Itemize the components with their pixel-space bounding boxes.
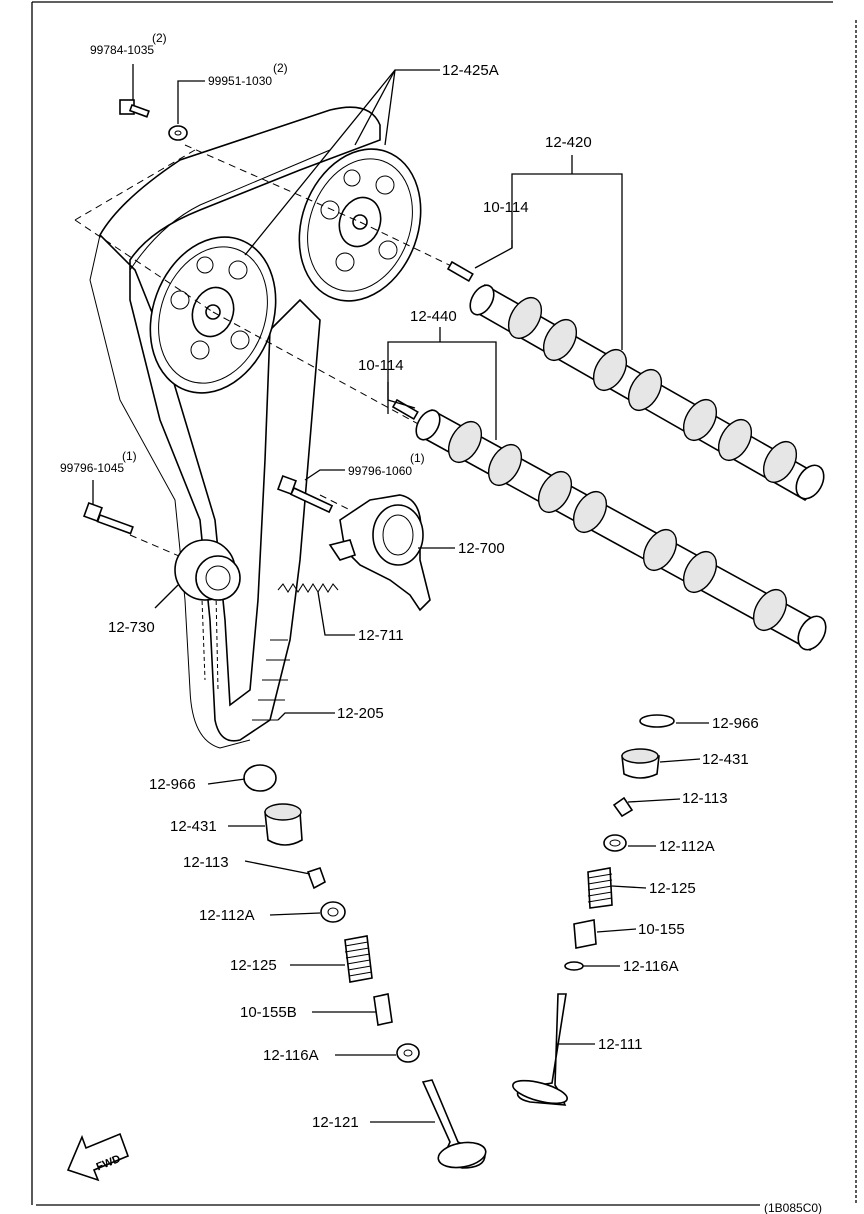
valve-stack-left [243,764,487,1169]
label-bolt-tensioner: 99796-1060 [348,464,412,478]
bolt-pulley [119,99,150,118]
label-tappet-left: 12-431 [170,818,217,835]
valve-stack-right [512,714,675,1106]
label-lower-seat-right: 12-116A [623,958,679,975]
bolt-idler [83,502,134,535]
idler-pulley [174,539,241,601]
label-idler: 12-730 [108,619,155,636]
label-bolt-pulley-qty: (2) [152,31,167,45]
label-washer: 99951-1030 [208,74,272,88]
label-valve-intake: 12-121 [312,1114,359,1131]
label-upper-seat-right: 12-112A [659,838,715,855]
label-belt: 12-205 [337,705,384,722]
cam-pulley-left [149,236,277,394]
bolt-tensioner [277,475,334,514]
camshaft-intake [391,398,827,651]
label-valve-spring-left: 12-125 [230,957,277,974]
label-seal-left: 10-155B [240,1004,297,1021]
label-valve-spring-right: 12-125 [649,880,696,897]
label-bolt-idler: 99796-1045 [60,461,124,475]
washer [168,125,188,141]
label-bolt-pulley: 99784-1035 [90,43,154,57]
label-spring: 12-711 [358,627,404,644]
label-valve-exhaust: 12-111 [598,1036,642,1053]
cam-pulley-right [298,148,422,302]
label-tappet-right: 12-431 [702,751,749,768]
label-tensioner: 12-700 [458,540,505,557]
figure-code: (1B085C0) [764,1201,822,1214]
label-shim-right: 12-966 [712,715,759,732]
label-bolt-idler-qty: (1) [122,449,137,463]
label-dowel-upper: 10-114 [483,199,529,216]
label-keeper-right: 12-113 [682,790,728,807]
label-cam-pulley: 12-425A [442,62,499,79]
label-shim-left: 12-966 [149,776,196,793]
label-bolt-tensioner-qty: (1) [410,451,425,465]
label-camshaft-exhaust: 12-420 [545,134,592,151]
tensioner-spring [277,583,339,593]
frame [31,1,857,1206]
label-washer-qty: (2) [273,61,288,75]
labels: (2) 99784-1035 (2) 99951-1030 12-425A 12… [60,31,759,1131]
label-upper-seat-left: 12-112A [199,907,255,924]
camshaft-exhaust [446,260,825,501]
label-lower-seat-left: 12-116A [263,1047,319,1064]
leader-lines [92,64,709,1123]
label-seal-right: 10-155 [638,921,685,938]
fwd-arrow-icon: FWD [66,1132,130,1182]
label-keeper-left: 12-113 [183,854,229,871]
label-camshaft-intake: 12-440 [410,308,457,325]
label-dowel-lower: 10-114 [358,357,404,374]
tensioner [328,494,431,612]
